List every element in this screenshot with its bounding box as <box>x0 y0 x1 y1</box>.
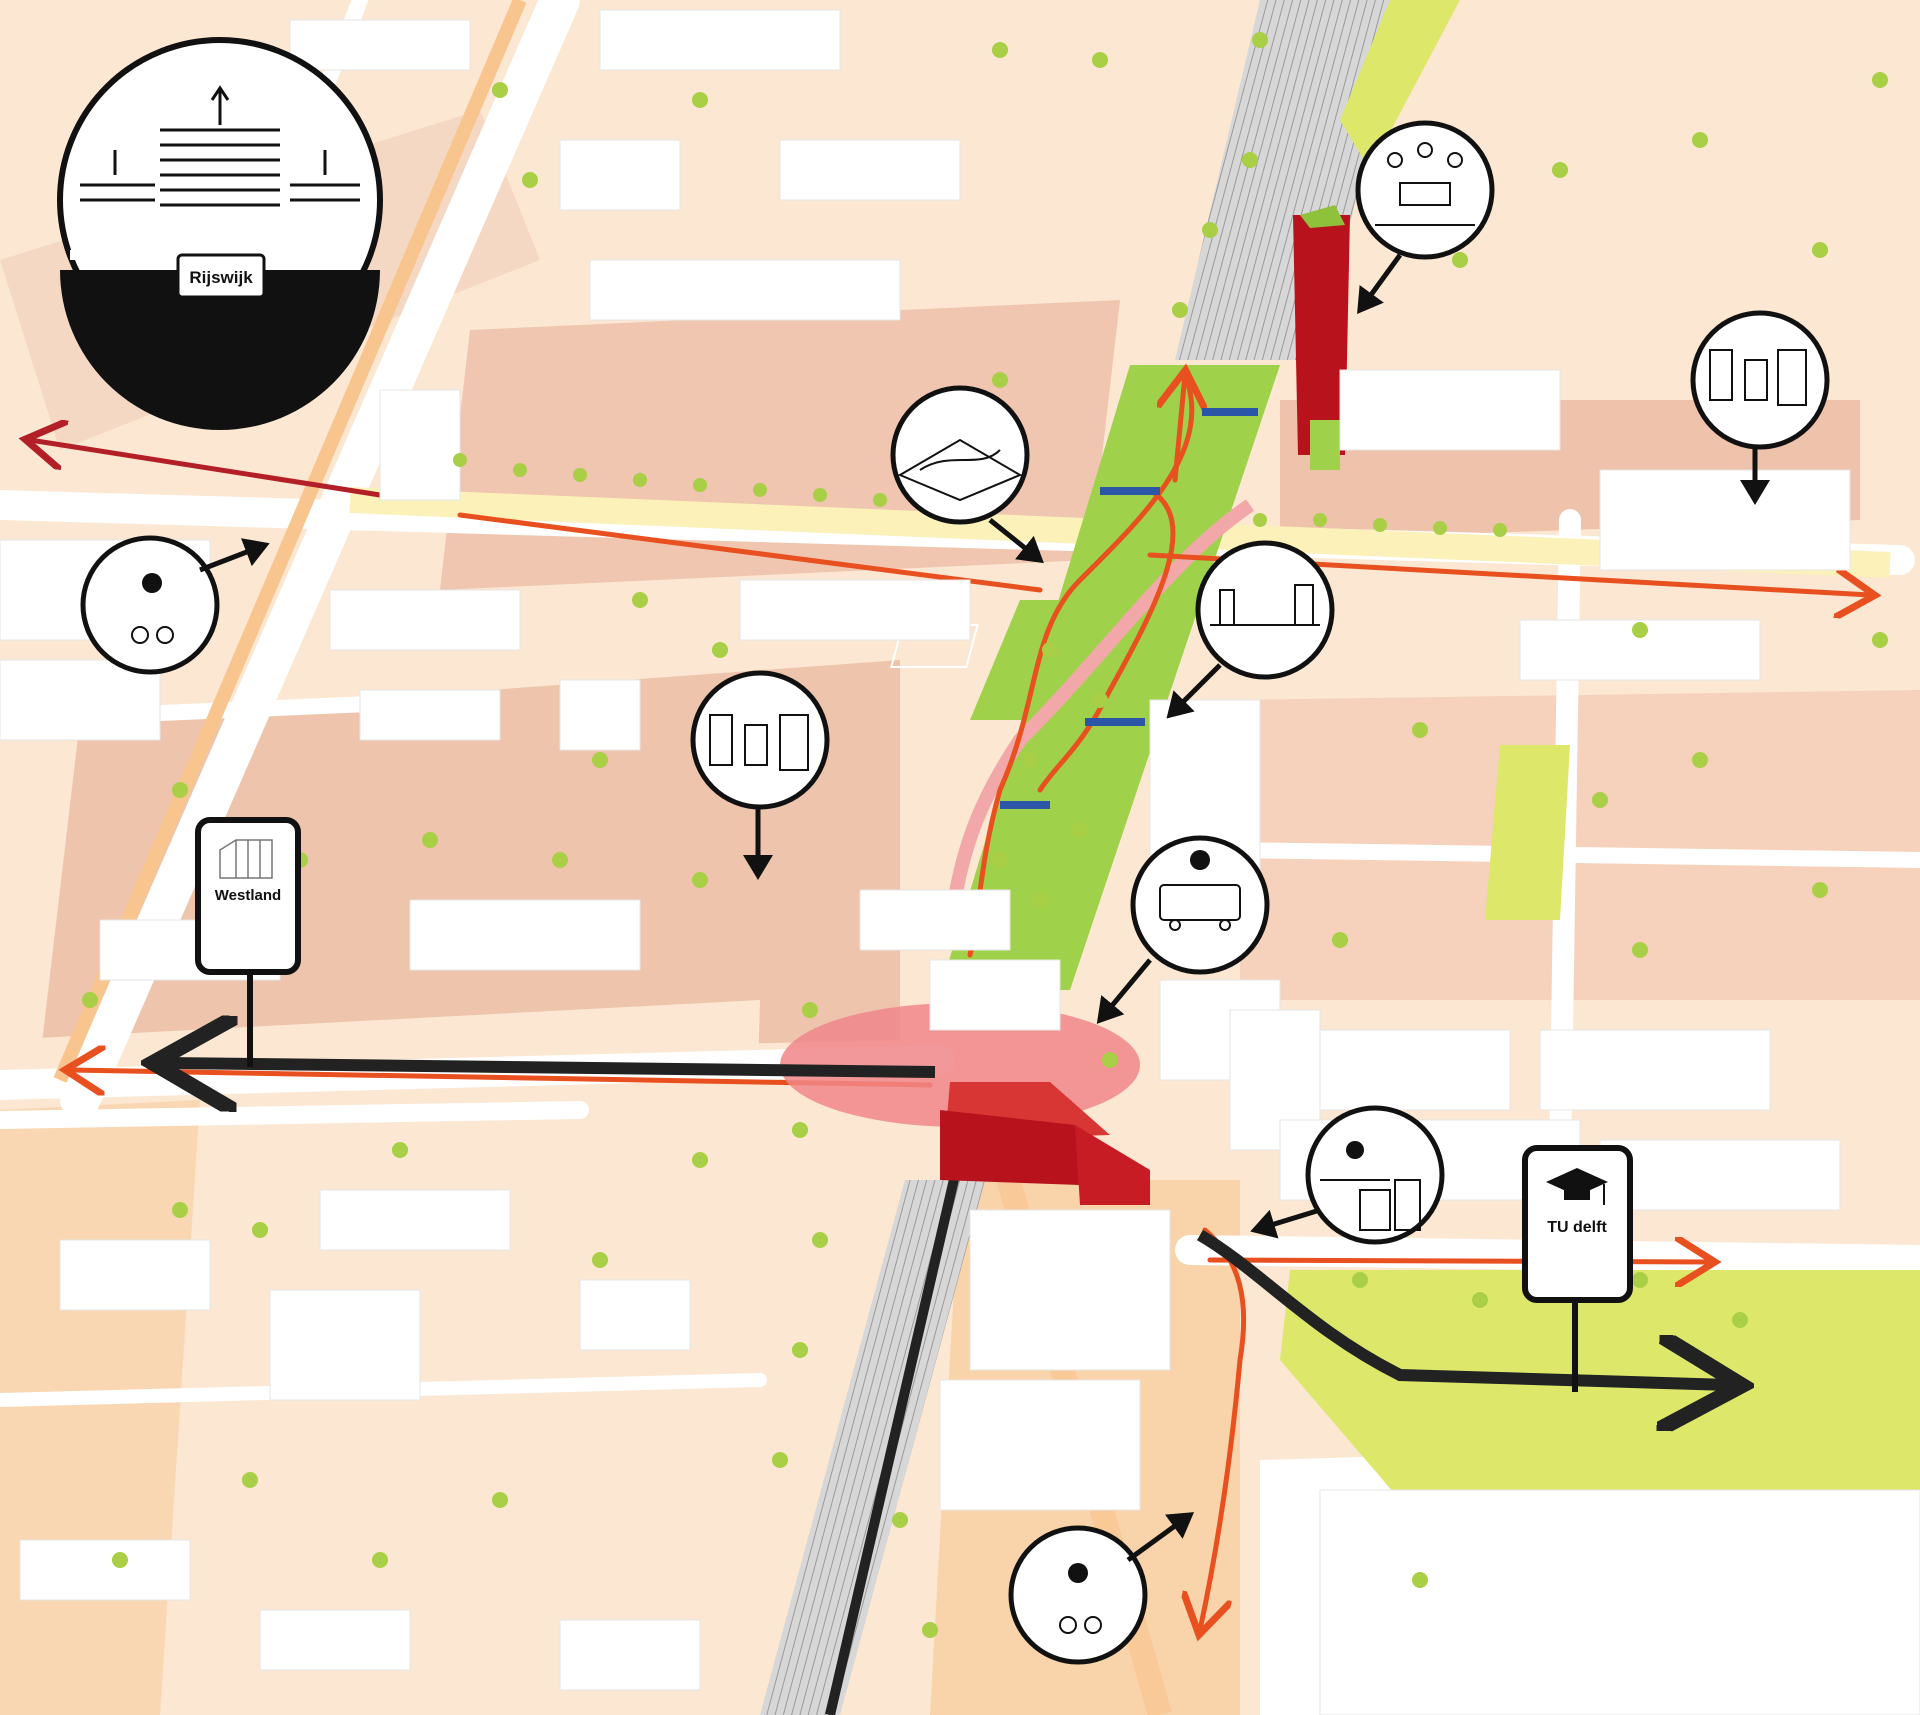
westland-label: Westland <box>215 887 281 904</box>
railway <box>760 0 1400 1715</box>
route-east-west <box>457 512 1043 593</box>
transit-line-westland <box>165 1063 936 1072</box>
bubble-mobility-west <box>80 535 270 675</box>
route-park-main <box>967 372 1195 958</box>
station-front <box>940 1110 1080 1185</box>
rijswijk-label: Rijswijk <box>189 268 253 287</box>
street <box>0 1101 589 1129</box>
ns-train-logo-icon <box>1346 1141 1364 1159</box>
station-east <box>1075 1125 1150 1205</box>
rijswijk-emblem: Rijswijk <box>57 37 383 430</box>
tower-building <box>1293 205 1350 470</box>
lime-field <box>1340 0 1460 170</box>
block <box>1240 690 1920 1000</box>
bridges <box>1000 408 1258 809</box>
bus-icon <box>1159 884 1241 931</box>
bubble-mobility-south <box>1008 1512 1195 1665</box>
bubble-park-landscape <box>890 385 1044 564</box>
tu-delft-sign: TU delft <box>1522 1145 1633 1392</box>
route-tu-delft <box>1207 1260 1710 1262</box>
green-park-corridor <box>940 365 1280 990</box>
street <box>60 0 580 1120</box>
bubble-transit-hub <box>1096 835 1270 1024</box>
bubble-west-housing <box>690 670 830 880</box>
bicycle-icon <box>131 626 174 644</box>
green-park-west <box>970 600 1080 720</box>
street <box>1222 842 1920 868</box>
info-bubbles <box>80 120 1830 1665</box>
rijswijk-sign <box>176 253 266 299</box>
westland-sign: Westland <box>195 817 301 1067</box>
orange-road <box>53 0 527 1083</box>
trees <box>82 32 1888 1638</box>
railway-tracks-icon <box>1175 0 1400 360</box>
ns-train-logo-icon <box>1190 850 1210 870</box>
station-building <box>940 1082 1150 1205</box>
rijswijk-skyline-icon <box>80 85 360 207</box>
bubble-station-square <box>1250 1105 1445 1245</box>
bubble-rijswijk-tower <box>1355 120 1495 315</box>
bicycle-icon <box>1059 1616 1102 1634</box>
ns-train-logo-icon <box>1068 1563 1088 1583</box>
route-park-secondary <box>1037 487 1176 793</box>
bubble-section-view <box>1166 540 1335 719</box>
buildings <box>0 9 1920 1715</box>
lime-field <box>1485 745 1570 920</box>
tu-delft-label: TU delft <box>1547 1219 1607 1236</box>
railway-tracks <box>760 1180 985 1715</box>
ns-train-logo-icon <box>142 573 162 593</box>
route-south <box>1200 1227 1247 1630</box>
route-rijswijk-west <box>30 440 381 498</box>
westland-greenhouse-icon <box>219 839 273 879</box>
bubble-east-housing <box>1690 310 1830 505</box>
transit-line-tu-delft <box>1196 1229 1730 1385</box>
metro-track-black <box>825 1173 960 1715</box>
graduation-cap-icon <box>1546 1168 1608 1205</box>
route-north <box>1175 375 1185 483</box>
